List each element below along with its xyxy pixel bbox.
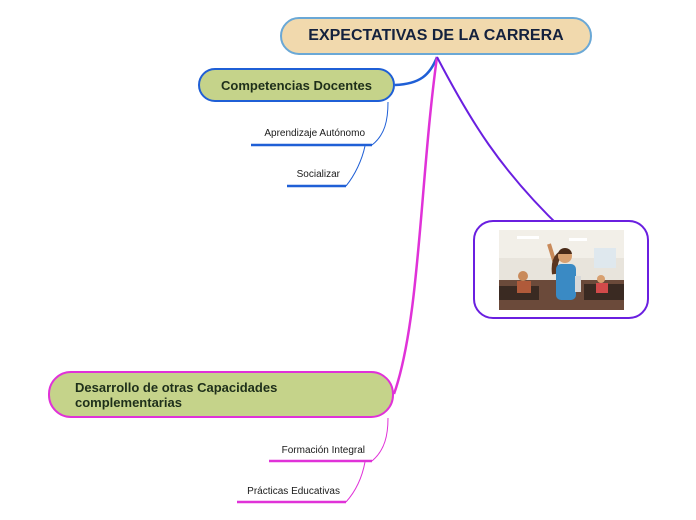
root-node[interactable]: EXPECTATIVAS DE LA CARRERA bbox=[280, 17, 592, 55]
connector-competencias-aprendizaje bbox=[372, 102, 388, 145]
connector-root-desarrollo bbox=[394, 57, 437, 394]
connector-aprendizaje-socializar bbox=[346, 146, 365, 186]
leaf-aprendizaje-autonomo[interactable]: Aprendizaje Autónomo bbox=[255, 128, 365, 139]
connector-desarrollo-formacion bbox=[372, 418, 388, 461]
connector-root-image bbox=[437, 57, 563, 230]
image-node[interactable] bbox=[473, 220, 649, 319]
connector-formacion-practicas bbox=[346, 462, 365, 502]
leaf-formacion-integral[interactable]: Formación Integral bbox=[262, 445, 365, 456]
root-label: EXPECTATIVAS DE LA CARRERA bbox=[308, 27, 563, 45]
classroom-photo bbox=[499, 230, 624, 310]
leaf-socializar[interactable]: Socializar bbox=[280, 169, 340, 180]
connector-root-competencias bbox=[395, 57, 437, 85]
branch-competencias-label: Competencias Docentes bbox=[221, 78, 372, 93]
leaf-practicas-educativas[interactable]: Prácticas Educativas bbox=[230, 486, 340, 497]
branch-desarrollo-label: Desarrollo de otras Capacidades compleme… bbox=[75, 380, 277, 410]
branch-desarrollo[interactable]: Desarrollo de otras Capacidades compleme… bbox=[48, 371, 394, 418]
branch-competencias-docentes[interactable]: Competencias Docentes bbox=[198, 68, 395, 102]
